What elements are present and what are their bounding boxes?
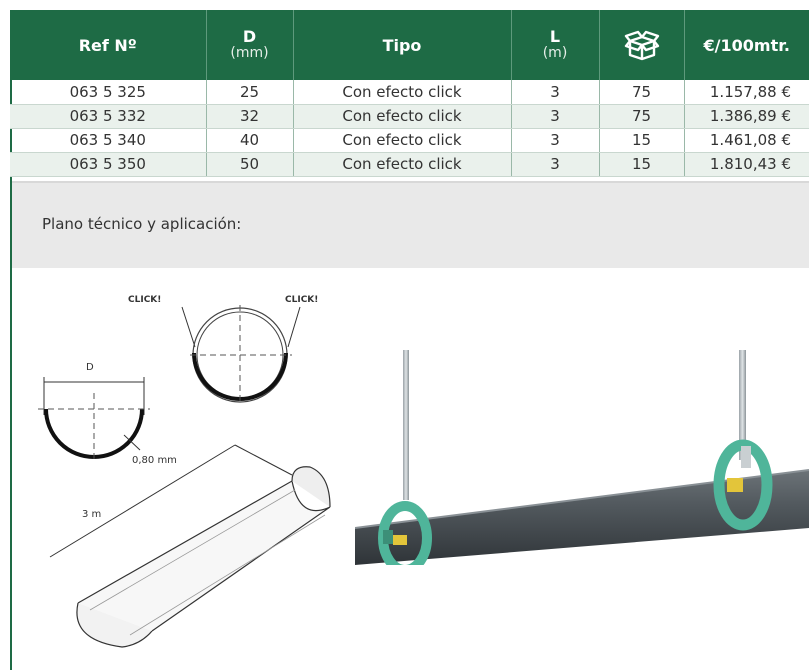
click-label-left: CLICK!	[128, 295, 161, 305]
cell-price: 1.810,43 €	[684, 152, 809, 177]
circle-section: CLICK! CLICK!	[128, 295, 318, 405]
table-row: 063 5 332 32 Con efecto click 3 75 1.386…	[10, 104, 809, 129]
half-pipe-drawing: 3 m	[49, 444, 331, 648]
cell-qty: 15	[599, 152, 685, 177]
cell-qty: 75	[599, 80, 685, 105]
plano-section-bar: Plano técnico y aplicación:	[12, 183, 809, 268]
clamp-right	[713, 439, 773, 531]
cell-qty: 15	[599, 128, 685, 153]
hanger-rod-right	[739, 350, 746, 460]
cell-d: 32	[206, 104, 294, 129]
cell-tipo: Con efecto click	[293, 152, 512, 177]
product-table: Ref Nº D(mm) Tipo L(m) €/100mtr	[10, 10, 809, 177]
cell-price: 1.157,88 €	[684, 80, 809, 105]
click-label-right: CLICK!	[285, 295, 318, 305]
length-label: 3 m	[82, 509, 101, 520]
cell-price: 1.461,08 €	[684, 128, 809, 153]
header-ref: Ref Nº	[10, 10, 207, 80]
cell-l: 3	[511, 152, 600, 177]
technical-drawing: CLICK! CLICK! D 0,80 mm 3 m	[38, 295, 331, 648]
header-box	[599, 10, 685, 80]
cell-qty: 75	[599, 104, 685, 129]
cell-price: 1.386,89 €	[684, 104, 809, 129]
d-dimension-label: D	[86, 362, 94, 373]
cell-l: 3	[511, 128, 600, 153]
table-row: 063 5 325 25 Con efecto click 3 75 1.157…	[10, 80, 809, 105]
cell-tipo: Con efecto click	[293, 128, 512, 153]
plano-title: Plano técnico y aplicación:	[42, 215, 242, 233]
cell-l: 3	[511, 80, 600, 105]
cell-d: 25	[206, 80, 294, 105]
header-price: €/100mtr.	[684, 10, 809, 80]
section-divider	[12, 181, 809, 183]
cell-l: 3	[511, 104, 600, 129]
cell-d: 50	[206, 152, 294, 177]
hanger-rod-left	[403, 350, 409, 500]
application-photo	[355, 350, 809, 565]
cell-ref: 063 5 340	[10, 128, 207, 153]
cell-ref: 063 5 332	[10, 104, 207, 129]
cell-d: 40	[206, 128, 294, 153]
cell-ref: 063 5 325	[10, 80, 207, 105]
cell-tipo: Con efecto click	[293, 104, 512, 129]
pipe	[355, 470, 809, 565]
header-l: L(m)	[511, 10, 600, 80]
header-tipo: Tipo	[293, 10, 512, 80]
half-section: D 0,80 mm	[38, 362, 177, 466]
cell-tipo: Con efecto click	[293, 80, 512, 105]
table-row: 063 5 340 40 Con efecto click 3 15 1.461…	[10, 128, 809, 153]
table-header-row: Ref Nº D(mm) Tipo L(m) €/100mtr	[10, 10, 809, 80]
thickness-label: 0,80 mm	[132, 455, 177, 466]
clamp-left	[378, 501, 432, 565]
cell-ref: 063 5 350	[10, 152, 207, 177]
table-row: 063 5 350 50 Con efecto click 3 15 1.810…	[10, 152, 809, 177]
header-d: D(mm)	[206, 10, 294, 80]
box-icon	[624, 30, 659, 60]
